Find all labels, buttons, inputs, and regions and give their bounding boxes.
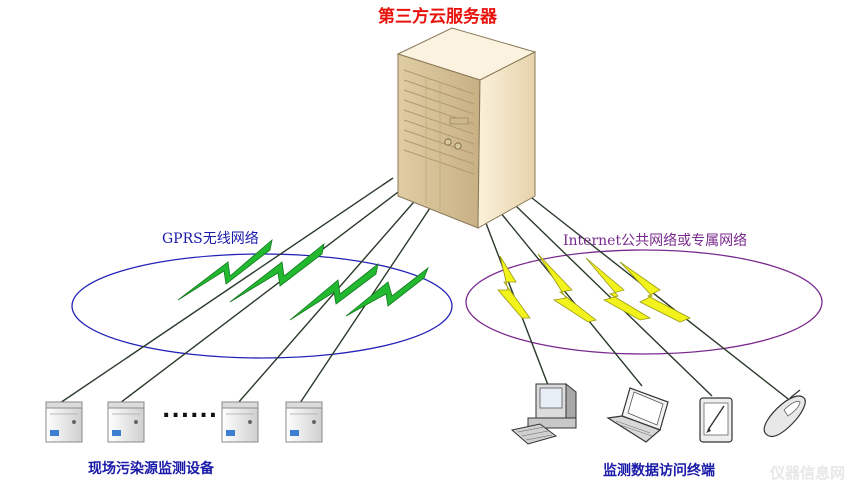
gprs-wireless-bolts [177, 238, 429, 321]
field-device-3 [221, 401, 259, 443]
terminal-links [483, 197, 793, 403]
gprs-network-label: GPRS无线网络 [162, 231, 259, 247]
terminal-link-4 [531, 197, 793, 403]
internet-wireless-bolts [497, 253, 691, 323]
internet-bolt-2 [537, 253, 597, 323]
field-devices-caption: 现场污染源监测设备 [88, 461, 214, 477]
device-link-3 [237, 194, 421, 404]
tablet-icon [699, 397, 733, 443]
device-link-2 [119, 185, 407, 404]
laptop-icon [606, 387, 669, 443]
terminal-link-2 [499, 211, 643, 387]
internet-bolt-4 [619, 261, 691, 323]
desktop-computer-icon [510, 382, 577, 445]
internet-network-label: Internet公共网络或专属网络 [563, 233, 748, 249]
access-terminals-caption: 监测数据访问终端 [603, 463, 715, 479]
field-device-4 [285, 401, 323, 443]
gprs-bolt-4 [345, 266, 429, 317]
gprs-bolt-2 [229, 243, 325, 303]
internet-bolt-3 [585, 257, 652, 321]
field-device-1 [45, 401, 83, 443]
internet-network-ellipse [465, 249, 823, 355]
device-link-1 [59, 177, 394, 404]
cloud-server-icon [396, 27, 537, 229]
mobile-phone-icon [763, 389, 806, 437]
gprs-bolt-3 [289, 263, 379, 321]
watermark-logo: 仪器信息网 [770, 464, 846, 482]
cloud-server-title: 第三方云服务器 [378, 7, 497, 27]
internet-bolt-1 [497, 255, 531, 319]
gprs-network-ellipse [71, 253, 453, 359]
gprs-bolt-1 [177, 238, 273, 301]
field-device-2 [107, 401, 145, 443]
device-ellipsis: ...... [162, 398, 219, 423]
